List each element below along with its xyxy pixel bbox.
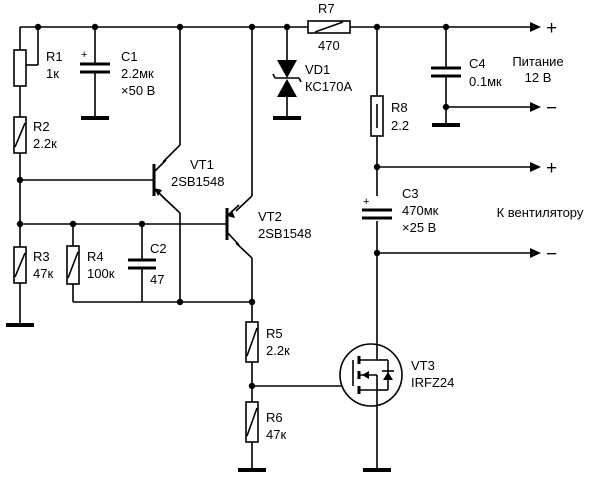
capacitor-c3 bbox=[362, 208, 392, 220]
fan-plus-sign: + bbox=[546, 158, 557, 179]
mosfet-vt3 bbox=[339, 343, 403, 407]
transistor-vt1 bbox=[152, 159, 167, 201]
terminal-arrows bbox=[530, 22, 541, 258]
wires bbox=[19, 26, 530, 470]
c1-polarity-mark: + bbox=[81, 49, 87, 61]
capacitor-c1 bbox=[80, 62, 110, 74]
label-vt3: VT3 bbox=[411, 358, 435, 373]
label-r7-value: 470 bbox=[318, 38, 340, 53]
label-r8: R8 bbox=[391, 100, 408, 115]
label-r4-value: 100к bbox=[87, 266, 115, 281]
supply-minus-sign: − bbox=[546, 98, 557, 119]
label-vt1: VT1 bbox=[190, 157, 214, 172]
label-c1-value: 2.2мк bbox=[121, 66, 154, 81]
label-vt2-value: 2SB1548 bbox=[258, 226, 312, 241]
label-c4-value: 0.1мк bbox=[469, 74, 502, 89]
label-r3: R3 bbox=[33, 249, 50, 264]
ground-symbols bbox=[6, 116, 460, 472]
supply-label-line2: 12 В bbox=[525, 70, 552, 85]
zener-diode-vd1 bbox=[272, 60, 302, 97]
resistor-r6 bbox=[245, 401, 259, 443]
label-c2: C2 bbox=[150, 241, 167, 256]
fan-label: К вентилятору bbox=[497, 205, 584, 220]
supply-label-line1: Питание bbox=[512, 54, 563, 69]
label-vt1-value: 2SB1548 bbox=[171, 174, 225, 189]
label-r6-value: 47к bbox=[266, 427, 286, 442]
label-c3: C3 bbox=[402, 186, 419, 201]
label-c3-voltage: ×25 В bbox=[402, 220, 436, 235]
label-vt3-value: IRFZ24 bbox=[411, 375, 454, 390]
label-r7: R7 bbox=[318, 1, 335, 16]
capacitor-c4 bbox=[431, 66, 461, 78]
label-c1: C1 bbox=[121, 49, 138, 64]
label-r2: R2 bbox=[33, 119, 50, 134]
resistor-r4 bbox=[66, 245, 80, 285]
label-c4: C4 bbox=[469, 56, 486, 71]
label-r1: R1 bbox=[46, 49, 63, 64]
label-c1-voltage: ×50 В bbox=[121, 83, 155, 98]
label-r6: R6 bbox=[266, 410, 283, 425]
label-vd1: VD1 bbox=[305, 62, 330, 77]
label-vd1-value: КС170А bbox=[305, 79, 353, 94]
resistor-r7 bbox=[307, 20, 351, 34]
junctions bbox=[16, 23, 450, 390]
label-r5-value: 2.2к bbox=[266, 343, 290, 358]
label-r8-value: 2.2 bbox=[391, 118, 409, 133]
resistor-r8 bbox=[370, 95, 384, 137]
c3-polarity-mark: + bbox=[363, 196, 369, 208]
label-c3-value: 470мк bbox=[402, 203, 439, 218]
label-c2-value: 47 bbox=[150, 272, 164, 287]
capacitor-c2 bbox=[128, 258, 156, 270]
label-r5: R5 bbox=[266, 326, 283, 341]
resistor-r5 bbox=[245, 321, 259, 363]
transistor-vt2 bbox=[225, 204, 240, 246]
label-r4: R4 bbox=[87, 249, 104, 264]
resistor-r2 bbox=[13, 116, 27, 154]
supply-plus-sign: + bbox=[546, 18, 557, 39]
label-r1-value: 1к bbox=[46, 66, 59, 81]
fan-minus-sign: − bbox=[546, 244, 557, 265]
label-r2-value: 2.2к bbox=[33, 136, 57, 151]
label-vt2: VT2 bbox=[258, 209, 282, 224]
label-r3-value: 47к bbox=[33, 266, 53, 281]
resistor-r3 bbox=[13, 246, 27, 284]
resistor-r1 bbox=[13, 49, 27, 87]
